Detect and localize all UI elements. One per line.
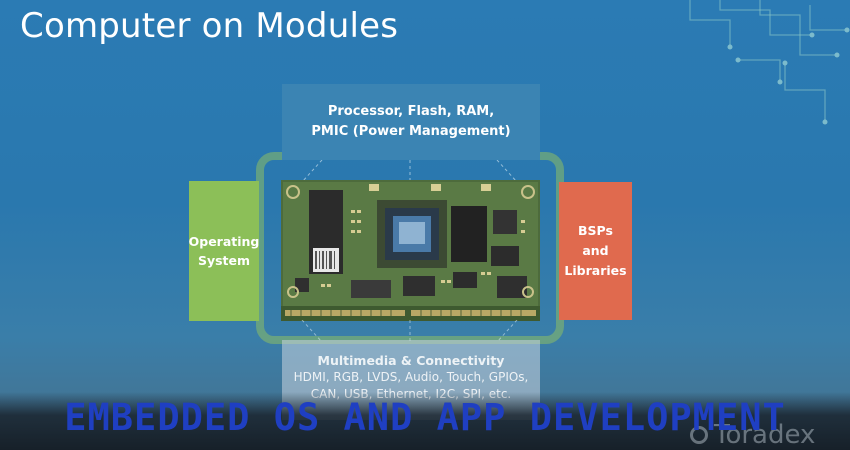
module-board-image <box>281 180 540 321</box>
processor-box: Processor, Flash, RAM, PMIC (Power Manag… <box>282 84 540 160</box>
os-line2: System <box>197 253 251 268</box>
footer-band <box>0 392 850 450</box>
processor-line1: Processor, Flash, RAM, <box>327 104 495 119</box>
slide-title: Computer on Modules <box>20 6 399 46</box>
bsp-line2: and <box>582 243 609 258</box>
multimedia-line1: HDMI, RGB, LVDS, Audio, Touch, GPIOs, <box>293 370 529 384</box>
bsp-line3: Libraries <box>564 263 627 278</box>
footer-caption: EMBEDDED OS AND APP DEVELOPMENT <box>64 396 786 439</box>
processor-connector-lines <box>301 160 518 182</box>
multimedia-connector-lines <box>301 320 518 342</box>
circuit-decoration <box>689 0 850 125</box>
bsp-line1: BSPs <box>578 223 613 238</box>
brand-logo: Toradex <box>690 420 815 450</box>
brand-text: Toradex <box>714 420 816 450</box>
os-line1: Operating <box>188 234 260 249</box>
multimedia-heading: Multimedia & Connectivity <box>317 353 505 368</box>
operating-system-box: Operating System <box>189 181 259 321</box>
bsp-libraries-box: BSPs and Libraries <box>559 182 632 320</box>
brand-logo-icon <box>690 426 708 444</box>
processor-line2: PMIC (Power Management) <box>311 124 511 139</box>
